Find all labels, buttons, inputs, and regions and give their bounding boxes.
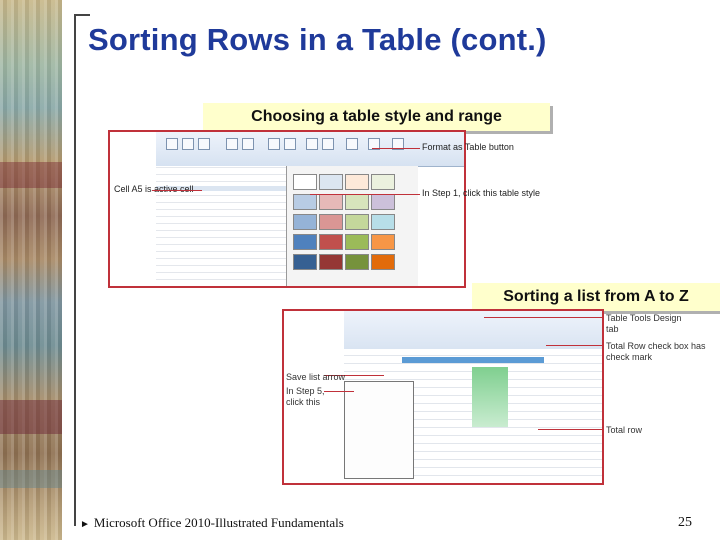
callout-arrow (310, 194, 420, 195)
title-bracket (74, 14, 90, 526)
callout-arrow (324, 391, 354, 392)
sort-filter-menu (344, 381, 414, 479)
strip-smear (0, 470, 62, 488)
worksheet-grid (156, 166, 286, 286)
excel-ribbon (156, 132, 464, 167)
screenshot-sort-a-z (282, 309, 604, 485)
callout-step5: In Step 5, click this (286, 386, 325, 407)
footer: ►Microsoft Office 2010-Illustrated Funda… (80, 515, 344, 531)
callout-design-tab: Table Tools Design tab (606, 313, 682, 334)
callout-total-row: Total row (606, 425, 643, 435)
strip-smear (0, 400, 62, 434)
table-style-gallery (286, 166, 418, 286)
callout-total-row-checkbox: Total Row check box has check mark (606, 341, 706, 362)
callout-arrow (372, 148, 420, 149)
slide-title: Sorting Rows in a Table (cont.) (88, 22, 547, 57)
callout-arrow (324, 375, 384, 376)
strip-smear (0, 162, 62, 188)
bullet-arrow-icon: ► (80, 519, 90, 530)
page-number: 25 (678, 515, 692, 530)
footer-text: Microsoft Office 2010-Illustrated Fundam… (93, 515, 344, 530)
callout-arrow (538, 429, 602, 430)
callout-arrow (152, 190, 202, 191)
caption-table-style: Choosing a table style and range (203, 103, 550, 131)
callout-arrow (546, 345, 602, 346)
strip-texture (0, 0, 62, 540)
screenshot-table-style: Cell A5 is active cell Format as Table b… (108, 130, 540, 288)
callout-format-as-table: Format as Table button (422, 142, 514, 152)
callout-table-style: In Step 1, click this table style (422, 188, 541, 198)
callout-save-list-arrow: Save list arrow (286, 372, 346, 382)
callout-active-cell: Cell A5 is active cell (114, 184, 194, 194)
decorative-side-strip (0, 0, 62, 540)
caption-sort-a-z: Sorting a list from A to Z (472, 283, 720, 311)
data-bar-column (472, 367, 508, 427)
table-header-band (402, 357, 544, 363)
callout-arrow (484, 317, 602, 318)
